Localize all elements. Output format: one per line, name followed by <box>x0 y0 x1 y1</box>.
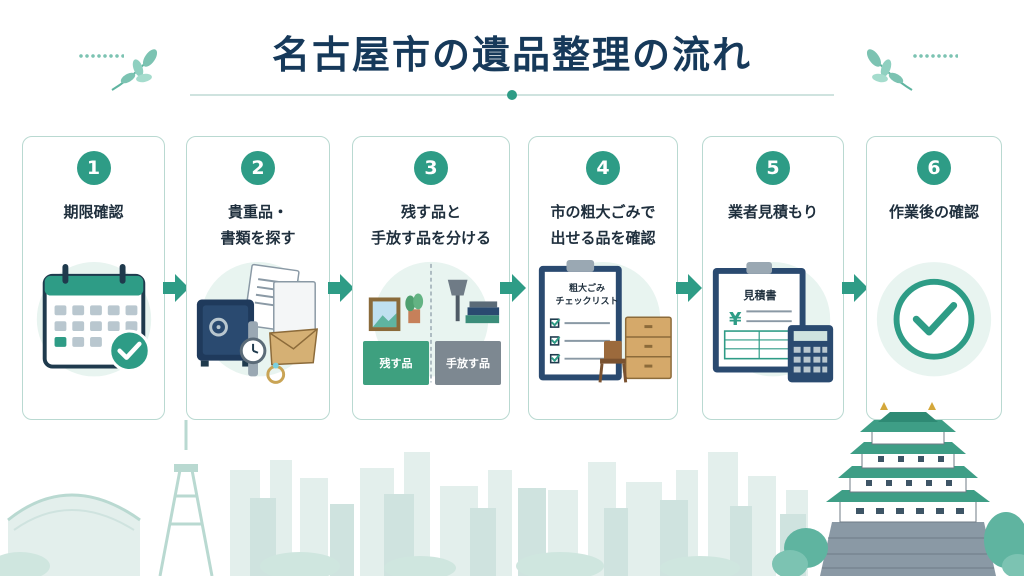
yen-sign: ¥ <box>729 309 742 330</box>
step-number: 3 <box>414 151 448 185</box>
step-label: 業者見積もり <box>727 203 818 221</box>
clipboard-furniture-icon <box>538 260 672 383</box>
estimate-document-title: 見積書 <box>743 289 777 302</box>
nagoya-skyline-illustration <box>0 402 1024 576</box>
keep-box-label: 残す品 <box>379 357 413 370</box>
clipboard-subtitle: チェックリスト <box>555 297 619 307</box>
step-card-3: 3 残す品と手放す品を分ける 残す品 手放す品 <box>352 136 510 420</box>
step-number: 2 <box>241 151 275 185</box>
clipboard-title: 粗大ごみ <box>568 284 605 294</box>
step-card-5: 5 業者見積もり 見積書 ¥ <box>702 136 844 420</box>
arrow-right-icon <box>842 274 868 302</box>
arrow-right-icon <box>328 274 354 302</box>
release-box-label: 手放す品 <box>446 357 490 370</box>
dots-left-decoration <box>78 54 124 58</box>
safe-documents-icon <box>196 262 319 384</box>
keep-box: 残す品 <box>363 341 429 385</box>
sorting-boxes-icon <box>368 261 500 383</box>
leaf-left-icon <box>111 49 158 91</box>
check-circle-icon <box>876 262 992 377</box>
step-number: 4 <box>586 151 620 185</box>
title-underline-dot <box>507 90 517 100</box>
page-title: 名古屋市の遺品整理の流れ <box>271 33 752 77</box>
step-number: 6 <box>917 151 951 185</box>
step-label: 市の粗大ごみで出せる品を確認 <box>550 203 656 247</box>
step-number: 1 <box>76 151 111 185</box>
clipboard-header: 粗大ごみ チェックリスト <box>551 283 623 309</box>
arrow-right-icon <box>500 274 526 302</box>
calendar-check-icon <box>36 262 152 377</box>
arrow-right-icon <box>163 274 189 302</box>
step-card-2: 2 貴重品・書類を探す <box>186 136 330 420</box>
step-card-1: 1 期限確認 <box>22 136 165 420</box>
step-card-4: 4 市の粗大ごみで出せる品を確認 粗大ごみ チェックリスト <box>528 136 678 420</box>
step-label: 作業後の確認 <box>888 203 979 221</box>
step-label: 期限確認 <box>63 203 124 221</box>
arrow-right-icon <box>676 274 702 302</box>
dots-right-decoration <box>912 54 958 58</box>
step-label: 貴重品・書類を探す <box>220 203 296 247</box>
step-number: 5 <box>756 151 790 185</box>
step-label: 残す品と手放す品を分ける <box>370 203 491 247</box>
estimate-calculator-icon <box>712 262 834 383</box>
leaf-right-icon <box>866 49 913 91</box>
step-card-6: 6 作業後の確認 <box>866 136 1002 420</box>
title-area: 名古屋市の遺品整理の流れ <box>0 14 1024 104</box>
release-box: 手放す品 <box>435 341 501 385</box>
